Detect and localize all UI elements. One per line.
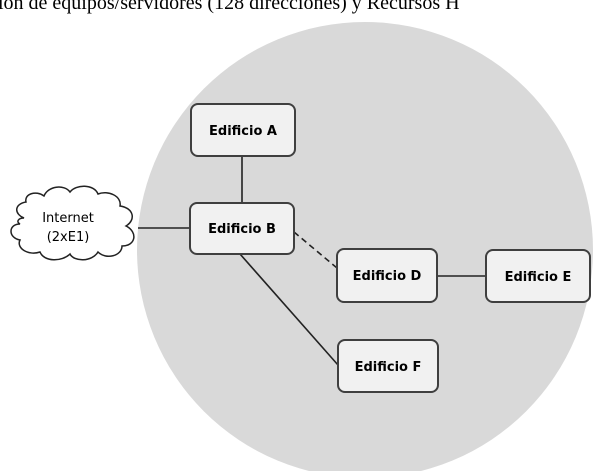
link-b-f — [239, 253, 339, 366]
node-box-f — [337, 339, 439, 393]
node-label-b: Edificio B — [208, 222, 276, 237]
node-label-f: Edificio F — [355, 360, 422, 375]
cloud-label-line1: Internet — [42, 211, 94, 226]
node-label-e: Edificio E — [505, 270, 572, 285]
node-edificio-b: Edificio B — [189, 202, 295, 255]
node-edificio-f: Edificio F — [337, 339, 439, 393]
internet-cloud: Internet (2xE1) — [10, 185, 135, 261]
header-text: ión de equipos/servidores (128 direccion… — [0, 0, 460, 14]
node-box-a — [190, 103, 296, 157]
node-box-e — [485, 249, 591, 303]
cloud-shape — [10, 185, 135, 261]
node-box-b — [189, 202, 295, 255]
node-box-d — [336, 248, 438, 303]
node-edificio-a: Edificio A — [190, 103, 296, 157]
node-edificio-d: Edificio D — [336, 248, 438, 303]
cloud-label-line2: (2xE1) — [47, 230, 90, 245]
node-label-d: Edificio D — [353, 269, 422, 284]
node-label-a: Edificio A — [209, 124, 277, 139]
node-edificio-e: Edificio E — [485, 249, 591, 303]
